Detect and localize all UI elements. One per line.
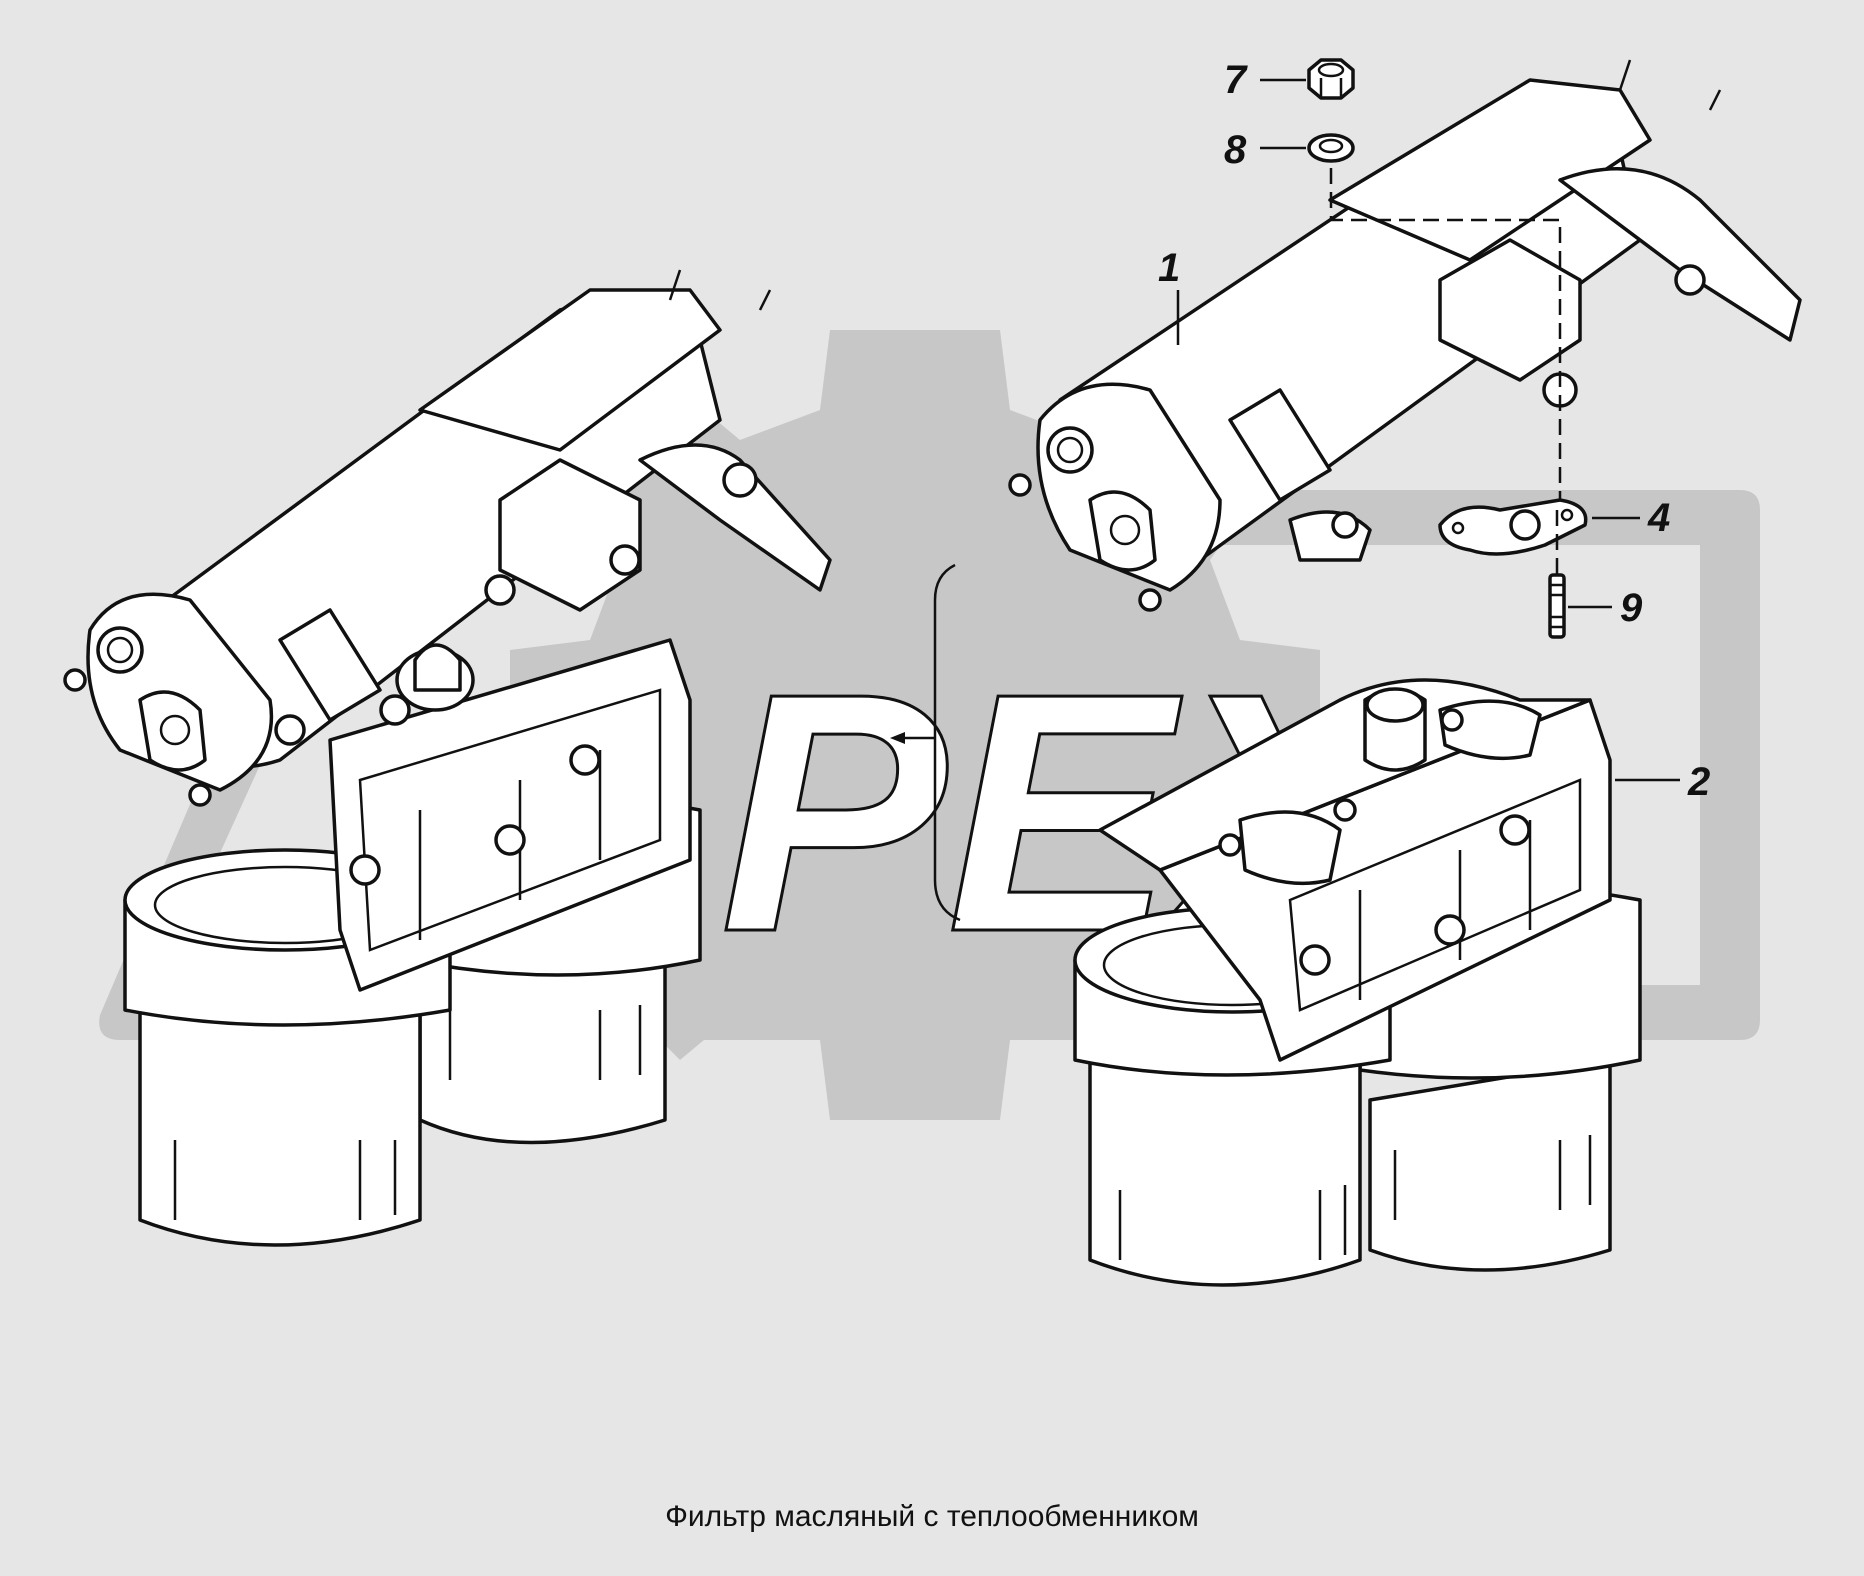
part-8-washer <box>1307 133 1355 163</box>
callout-8: 8 <box>1224 128 1247 172</box>
left-bracket <box>328 638 692 992</box>
callout-1: 1 <box>1158 246 1181 290</box>
part-7-nut <box>1307 58 1355 100</box>
left-flange <box>63 592 274 807</box>
assembly-axis-dashed <box>1329 168 1562 575</box>
callout-4: 4 <box>1648 496 1671 540</box>
part-9-stud <box>1548 573 1566 639</box>
part-4-gasket <box>1438 498 1588 556</box>
callout-leaders <box>1176 78 1680 782</box>
right-flange <box>1008 382 1222 612</box>
callout-9: 9 <box>1620 586 1643 630</box>
left-assembly <box>63 269 832 1247</box>
left-heat-exchanger <box>138 269 832 769</box>
right-heat-exchanger <box>1058 59 1802 569</box>
assembly-arrow-bracket <box>890 563 961 922</box>
callout-7: 7 <box>1224 58 1247 102</box>
callout-2: 2 <box>1688 760 1711 804</box>
right-filter-head <box>1098 678 1612 1062</box>
right-assembly <box>1008 58 1802 1287</box>
diagram-caption: Фильтр масляный с теплообменником <box>665 1500 1199 1533</box>
